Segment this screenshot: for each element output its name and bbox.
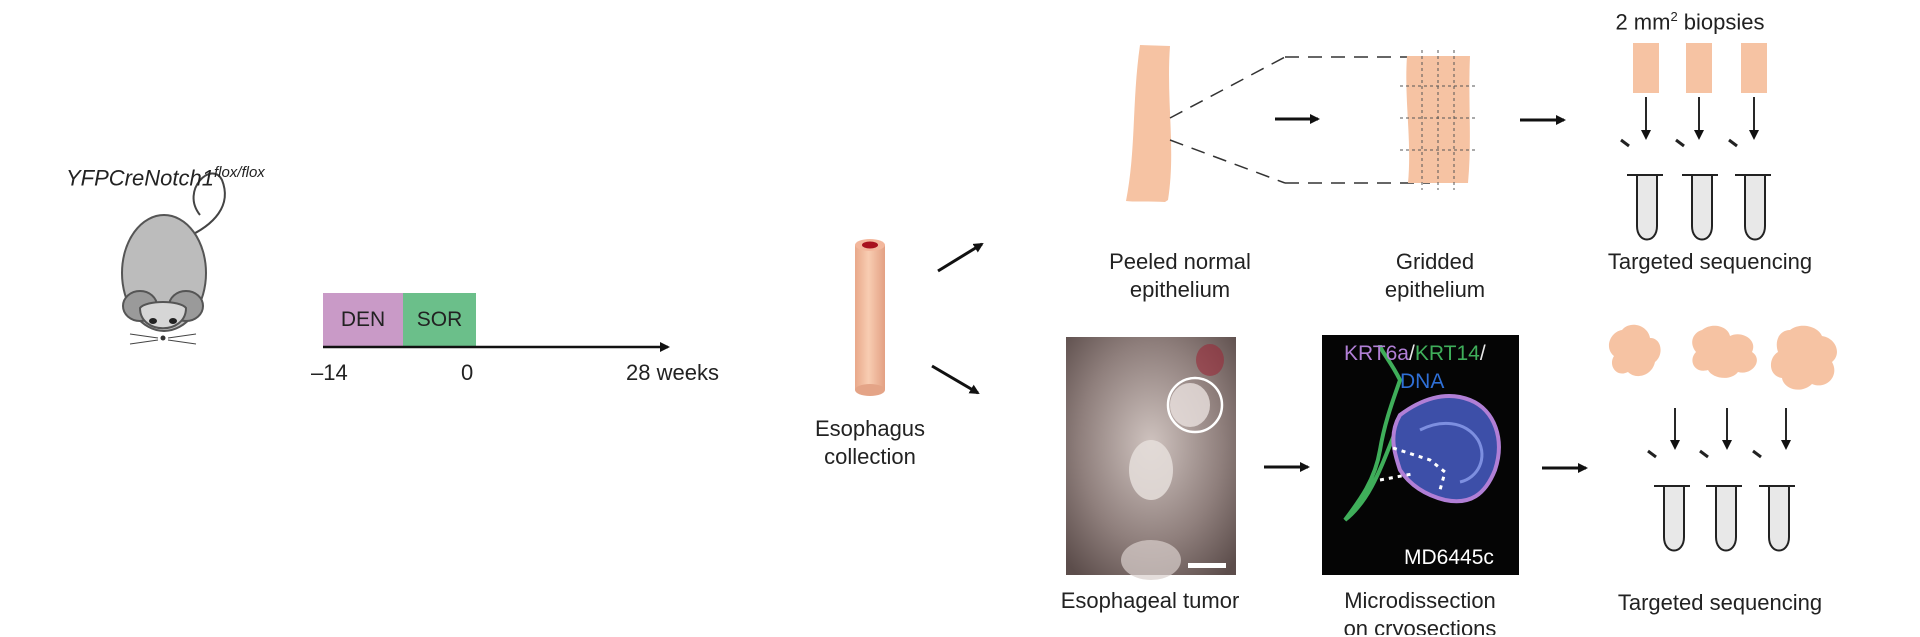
- genotype-text: YFPCreNotch1: [66, 165, 214, 191]
- gridded-epithelium: [1400, 50, 1478, 190]
- gridded-line1: Gridded: [1395, 249, 1475, 274]
- esophagus-label-line1: Esophagus: [814, 416, 926, 441]
- tumor-pieces: [1608, 324, 1837, 450]
- peeled-line2: epithelium: [1129, 277, 1231, 302]
- peeled-line1: Peeled normal: [1109, 249, 1251, 274]
- stain-krt6a: KRT6a: [1344, 342, 1409, 365]
- tumor-circle: [1166, 376, 1224, 434]
- mouse-illustration: [121, 172, 226, 345]
- tick-end: 28 weeks: [626, 360, 719, 385]
- esophagus-label-line2: collection: [824, 444, 916, 469]
- biopsy-squares: [1633, 43, 1767, 140]
- esophagus-tube: [855, 239, 885, 396]
- den-box: [323, 293, 403, 346]
- stain-legend-line1: KRT6a/KRT14/: [1344, 342, 1486, 366]
- sequencing-label-top: Targeted sequencing: [1607, 249, 1813, 274]
- sequencing-tubes-bottom: [1647, 449, 1795, 552]
- sequencing-label-bottom: Targeted sequencing: [1617, 590, 1823, 615]
- genotype-superscript: flox/flox: [213, 164, 265, 181]
- gridded-label: Gridded epithelium: [1335, 248, 1535, 304]
- micro-line1: Microdissection: [1344, 588, 1496, 613]
- branch-arrow-down: [931, 364, 980, 395]
- stain-dna: DNA: [1400, 370, 1445, 393]
- treatment-timeline: [323, 293, 670, 352]
- sequencing-tubes-top: [1620, 138, 1771, 241]
- stain-slash1: /: [1408, 342, 1415, 365]
- biopsy-sup: 2: [1670, 9, 1678, 24]
- biopsy-label: 2 mm2 biopsies: [1580, 3, 1800, 36]
- sor-label: SOR: [416, 308, 463, 331]
- tick-zero: 0: [461, 360, 474, 385]
- micro-line2: on cryosections: [1343, 616, 1497, 635]
- den-label: DEN: [340, 308, 386, 331]
- tumor-label: Esophageal tumor: [1060, 588, 1240, 613]
- scale-bar: [1188, 563, 1226, 568]
- peeled-label: Peeled normal epithelium: [1080, 248, 1280, 304]
- microdissection-image: [1322, 335, 1519, 575]
- tick-start: –14: [311, 360, 348, 385]
- micro-label: Microdissection on cryosections: [1320, 587, 1520, 635]
- gridded-line2: epithelium: [1384, 277, 1486, 302]
- biopsy-size: 2 mm: [1615, 9, 1671, 35]
- biopsy-suffix: biopsies: [1677, 9, 1765, 35]
- sor-box: [403, 293, 476, 346]
- mouse-genotype-label: YFPCreNotch1flox/flox: [66, 164, 265, 191]
- stain-krt14: KRT14: [1414, 342, 1480, 365]
- stain-slash2: /: [1479, 342, 1486, 365]
- esophagus-label: Esophagus collection: [790, 415, 950, 471]
- tumor-photo: [1066, 337, 1236, 580]
- sample-id: MD6445c: [1404, 546, 1494, 569]
- branch-arrow-up: [937, 242, 984, 273]
- peeled-epithelium: [1126, 45, 1172, 202]
